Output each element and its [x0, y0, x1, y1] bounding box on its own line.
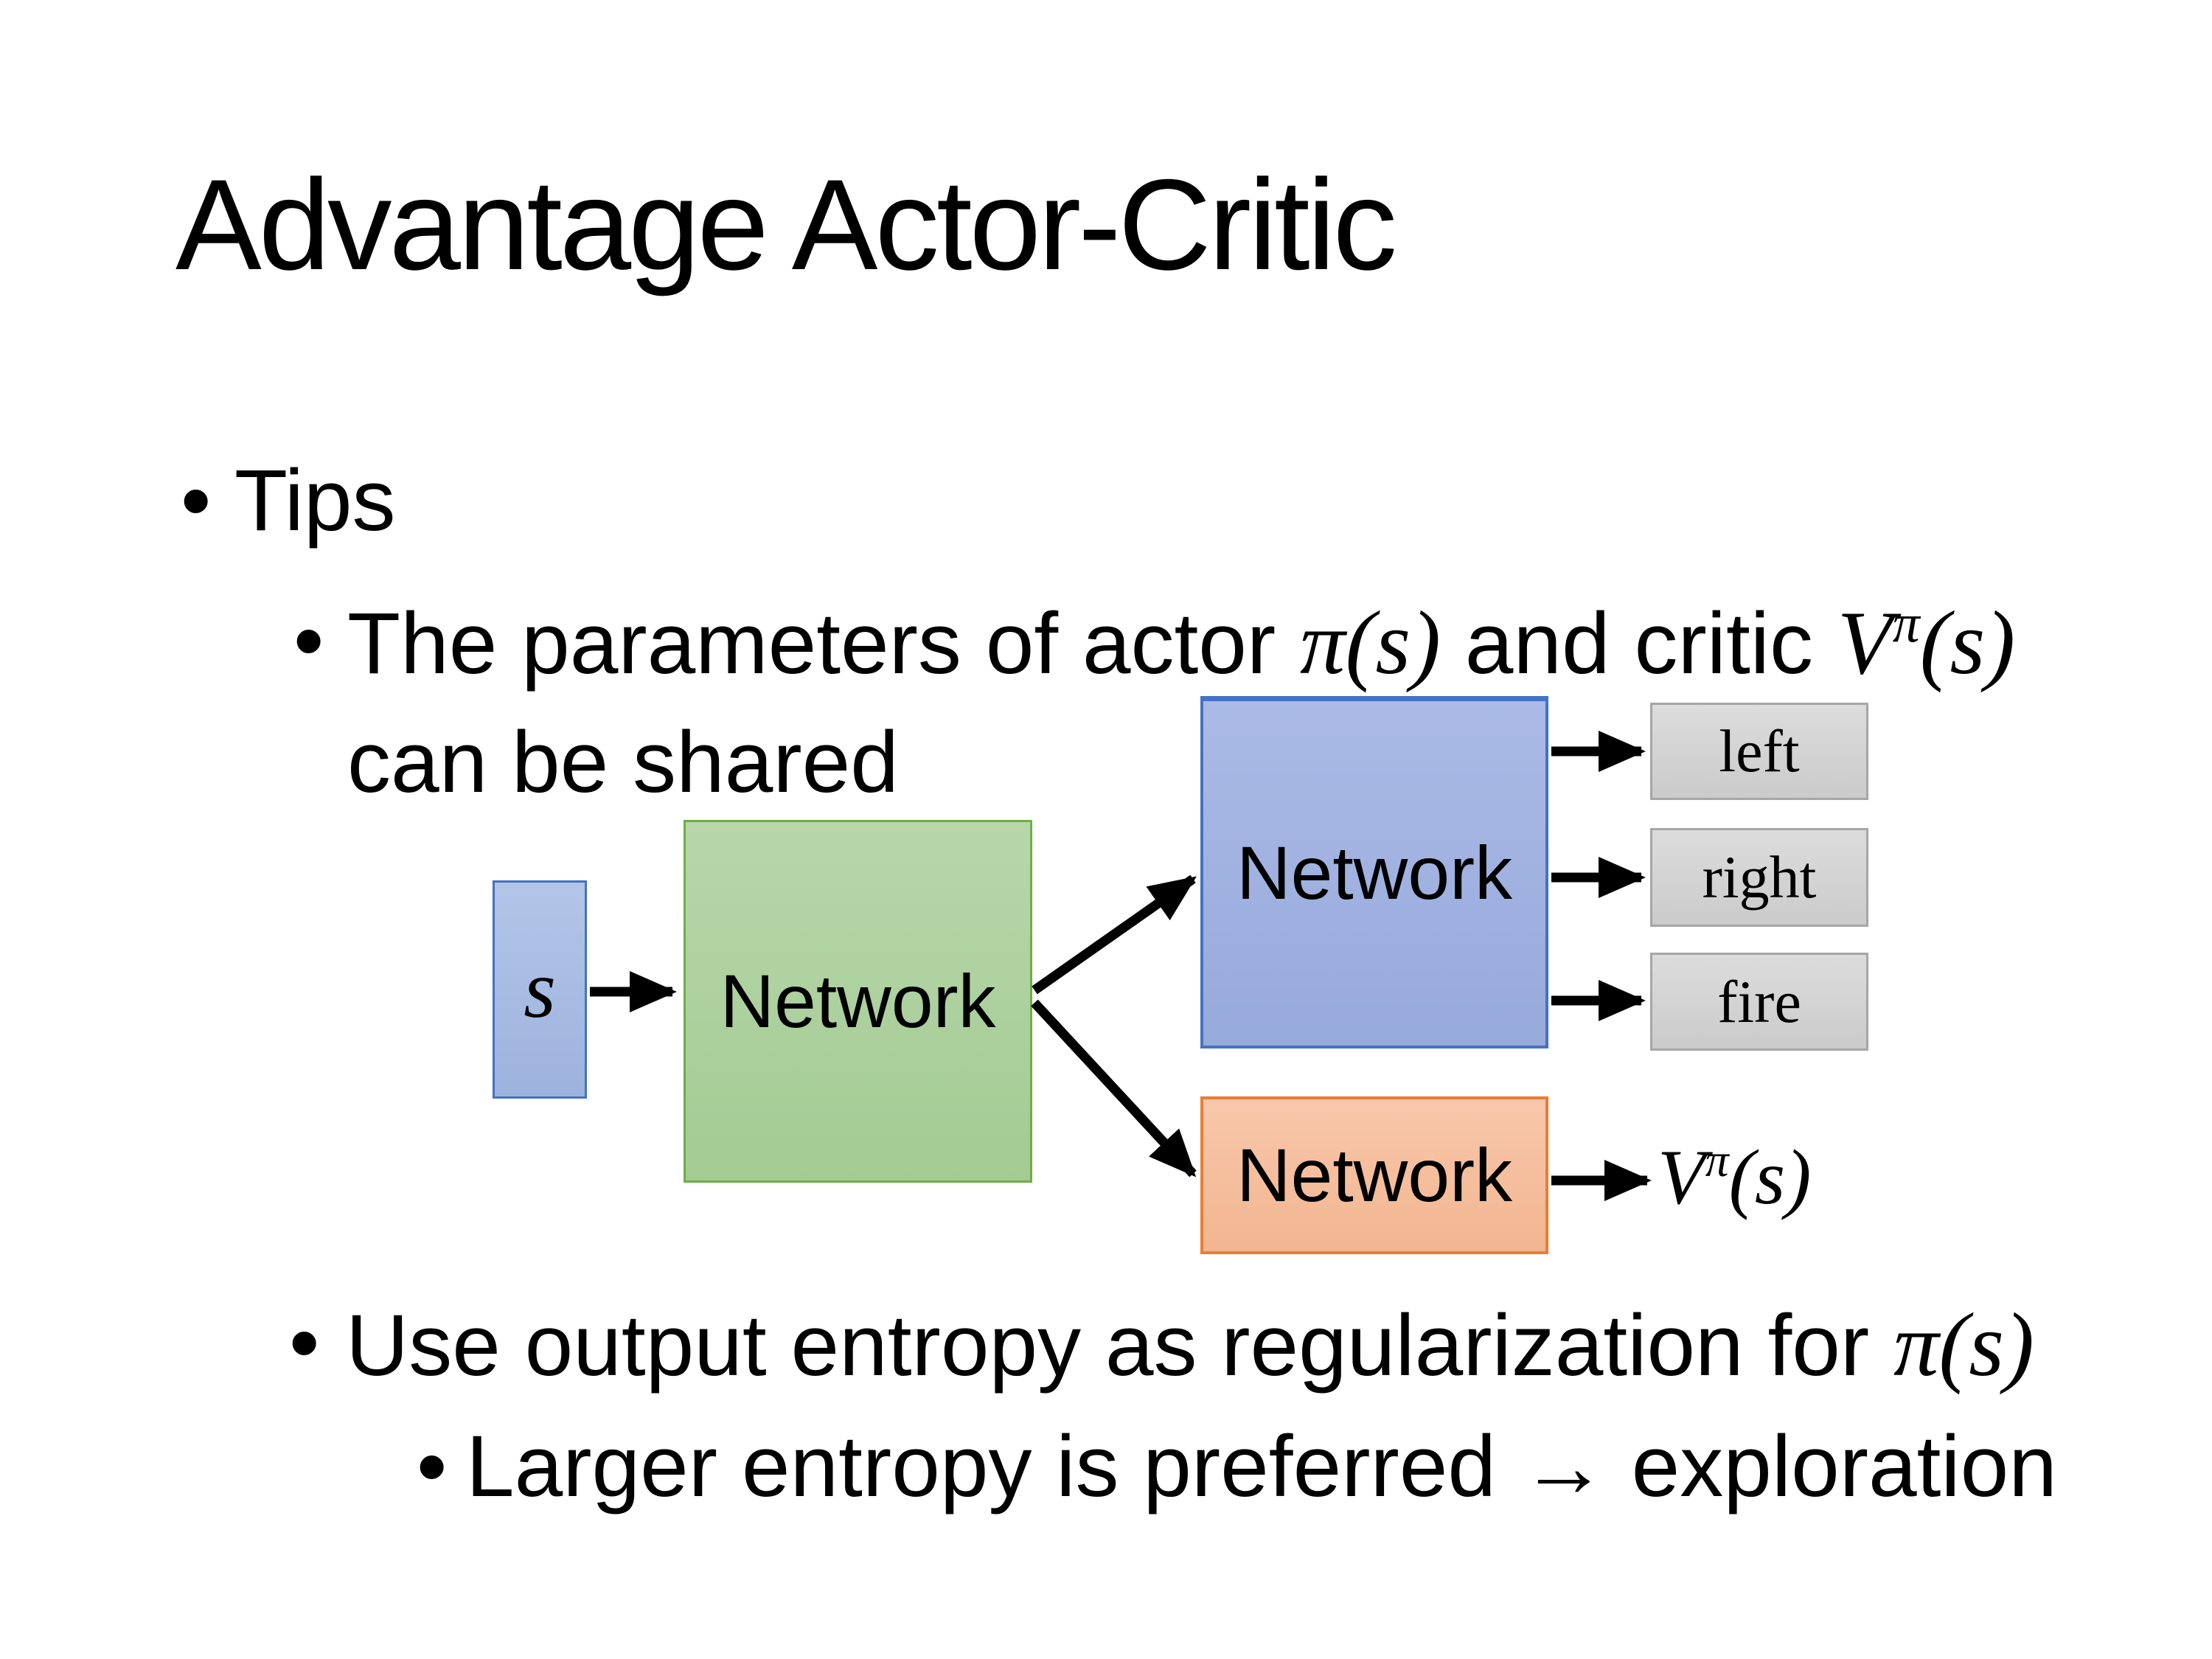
bullet-params-text: The parameters of actor π(s) and critic … [347, 585, 2015, 701]
action-right-label: right [1702, 844, 1817, 911]
params-text-2: and critic [1441, 595, 1837, 692]
v-symbol: V [1658, 1134, 1705, 1220]
bullet-exploration-row: • Larger entropy is preferred → explorat… [417, 1411, 2057, 1523]
state-input-box: s [493, 880, 587, 1099]
action-fire-label: fire [1717, 967, 1801, 1035]
action-box-right: right [1650, 828, 1868, 927]
bullet-dot: • [289, 1294, 320, 1391]
value-output-label: Vπ(s) [1658, 1127, 1811, 1228]
action-box-left: left [1650, 703, 1868, 800]
bullet-exploration-text: Larger entropy is preferred → exploratio… [466, 1418, 2057, 1515]
entropy-text-1: Use output entropy as regularization for [346, 1297, 1893, 1394]
actor-network-label: Network [1236, 831, 1513, 915]
v-pi-s-math: Vπ(s) [1837, 593, 2015, 693]
bullet-tips-text: Tips [234, 452, 396, 549]
shared-network-label: Network [720, 959, 996, 1043]
critic-network-box: Network [1200, 1096, 1548, 1254]
v-args: (s) [1919, 593, 2016, 693]
slide-title: Advantage Actor-Critic [175, 153, 1397, 297]
bullet-params-line2: can be shared [347, 714, 899, 811]
action-left-label: left [1719, 717, 1800, 785]
shared-network-box: Network [684, 820, 1032, 1183]
pi-superscript: π [1892, 593, 1920, 654]
pi-s-math: π(s) [1300, 593, 1441, 693]
critic-network-label: Network [1236, 1133, 1513, 1217]
bullet-entropy-row: • Use output entropy as regularization f… [289, 1287, 2034, 1403]
pi-s-math: π(s) [1893, 1295, 2034, 1395]
v-args: (s) [1728, 1134, 1812, 1220]
bullet-dot: • [417, 1418, 448, 1515]
pi-superscript: π [1705, 1134, 1729, 1187]
bullet-tips-row: • Tips [181, 445, 396, 557]
v-symbol: V [1837, 593, 1893, 693]
action-box-fire: fire [1650, 953, 1868, 1051]
bullet-params-row: • The parameters of actor π(s) and criti… [293, 585, 2015, 701]
arrow-shared-to-critic [1031, 999, 1197, 1178]
actor-network-box: Network [1200, 696, 1548, 1048]
state-label: s [524, 943, 556, 1035]
bullet-entropy-text: Use output entropy as regularization for… [346, 1287, 2034, 1403]
params-text-1: The parameters of actor [347, 595, 1301, 692]
bullet-dot: • [293, 592, 324, 689]
bullet-params-row-line2: can be shared [347, 707, 899, 818]
bullet-dot: • [181, 452, 212, 549]
arrow-shared-to-actor [1032, 874, 1197, 995]
